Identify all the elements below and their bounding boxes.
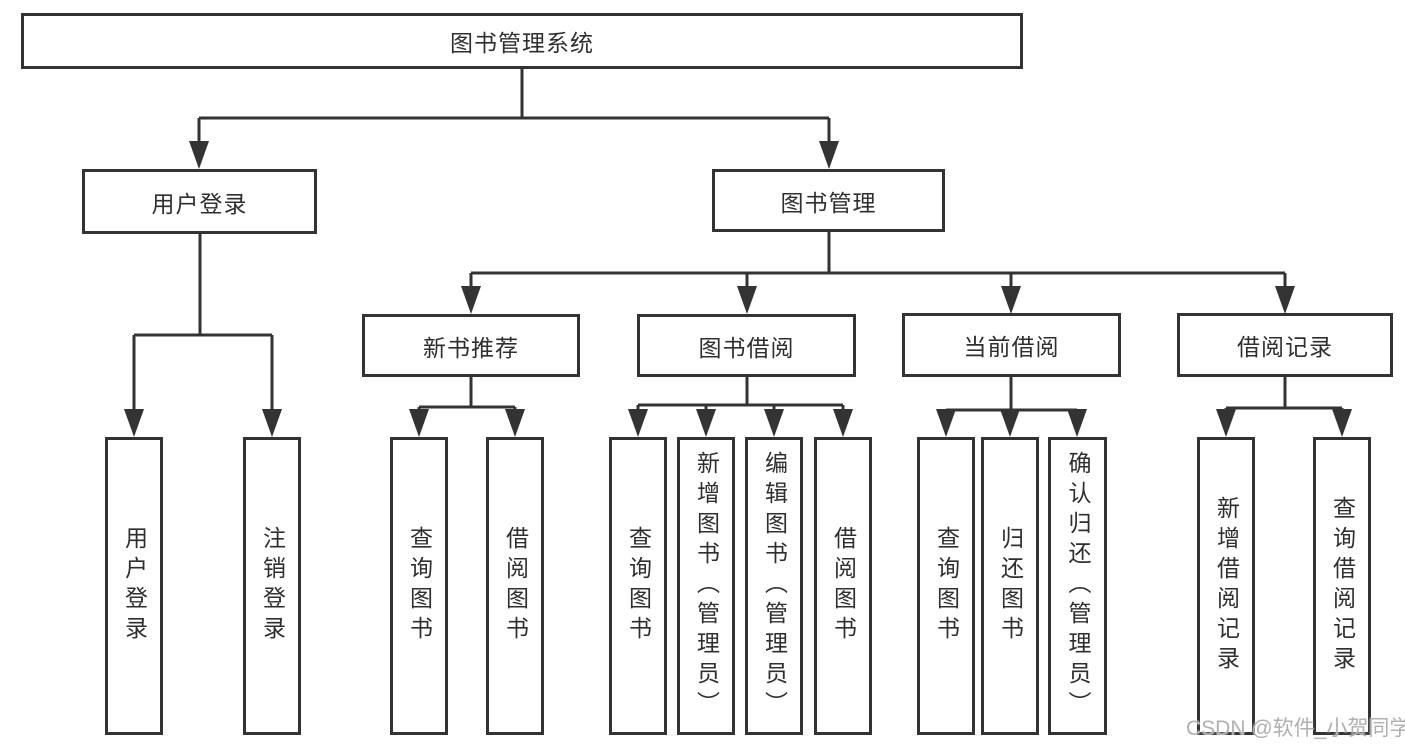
connector-current-borrow-to-leaves xyxy=(944,377,1079,412)
arrow-icon xyxy=(505,409,525,437)
connector-borrow-records-to-leaves xyxy=(1224,377,1344,412)
leaf-current-return-books: 归还图书 xyxy=(981,437,1039,735)
leaf-recommend-borrow-books: 借阅图书 xyxy=(486,437,544,735)
node-book-management: 图书管理 xyxy=(712,169,945,232)
node-new-book-recommend: 新书推荐 xyxy=(362,314,580,377)
node-book-borrow: 图书借阅 xyxy=(637,314,856,377)
leaf-user-login: 用户登录 xyxy=(105,437,163,735)
leaf-borrow-query-books: 查询图书 xyxy=(609,437,667,735)
arrow-icon xyxy=(1275,286,1295,314)
leaf-current-confirm-return-admin: 确认归还（管理员） xyxy=(1048,437,1107,735)
connector-user-login-to-leaves xyxy=(132,234,274,412)
arrow-icon xyxy=(1216,409,1236,437)
arrow-icon xyxy=(124,409,144,437)
arrow-icon xyxy=(409,409,429,437)
connector-book-mgmt-to-level3 xyxy=(469,232,1287,288)
connector-root-to-level2 xyxy=(197,69,831,143)
node-current-borrow: 当前借阅 xyxy=(902,313,1121,377)
arrow-icon xyxy=(819,141,839,169)
arrow-icon xyxy=(737,286,757,314)
leaf-current-query-books: 查询图书 xyxy=(917,437,975,735)
arrow-icon xyxy=(696,409,716,437)
connector-new-book-to-leaves xyxy=(417,377,517,412)
arrow-icon xyxy=(628,409,648,437)
node-library-system: 图书管理系统 xyxy=(21,13,1023,69)
leaf-logout: 注销登录 xyxy=(243,437,301,735)
arrow-icon xyxy=(1001,286,1021,314)
arrow-icon xyxy=(262,409,282,437)
node-user-login: 用户登录 xyxy=(82,169,317,234)
arrow-icon xyxy=(764,409,784,437)
arrow-icon xyxy=(833,409,853,437)
leaf-records-query-borrow-record: 查询借阅记录 xyxy=(1313,437,1371,735)
leaf-borrow-add-books-admin: 新增图书（管理员） xyxy=(677,437,735,735)
node-borrow-records: 借阅记录 xyxy=(1177,313,1393,377)
arrowheads xyxy=(124,141,1352,437)
arrow-icon xyxy=(461,286,481,314)
leaf-borrow-borrow-books: 借阅图书 xyxy=(814,437,872,735)
leaf-records-add-borrow-record: 新增借阅记录 xyxy=(1197,437,1255,735)
connector-book-borrow-to-leaves xyxy=(636,377,845,412)
arrow-icon xyxy=(1067,409,1087,437)
arrow-icon xyxy=(1000,409,1020,437)
leaf-borrow-edit-books-admin: 编辑图书（管理员） xyxy=(745,437,803,735)
csdn-watermark: CSDN @软件_小贺同学 xyxy=(1186,717,1405,740)
leaf-recommend-query-books: 查询图书 xyxy=(390,437,448,735)
arrow-icon xyxy=(189,141,209,169)
arrow-icon xyxy=(1332,409,1352,437)
arrow-icon xyxy=(936,409,956,437)
